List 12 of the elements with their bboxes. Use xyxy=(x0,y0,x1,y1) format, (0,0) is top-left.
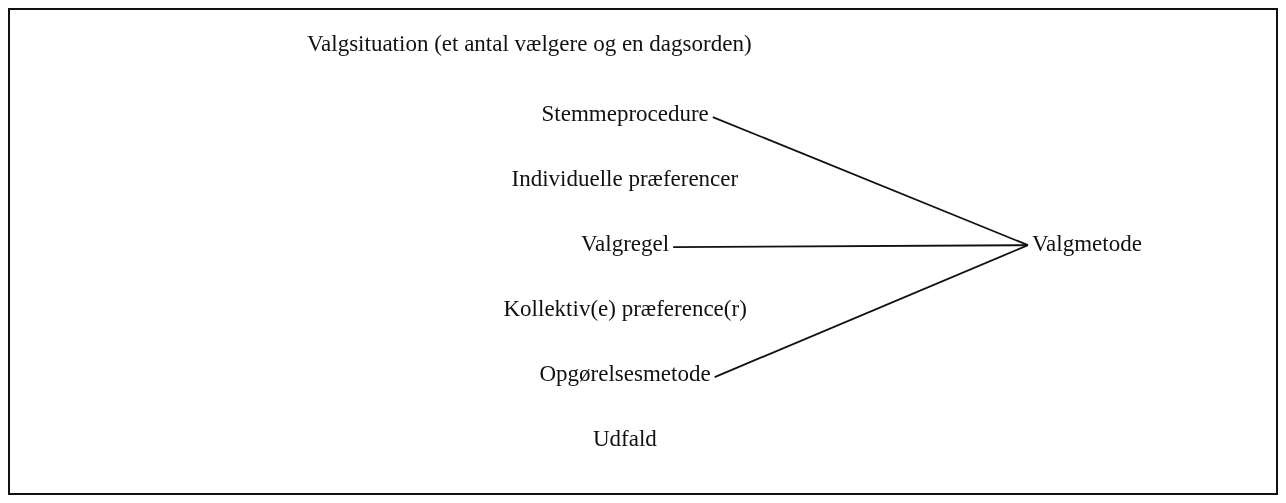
connector-line xyxy=(711,116,1029,247)
term-label: Kollektiv(e) præference(r) xyxy=(503,295,747,323)
frame-box xyxy=(8,8,1278,495)
connector-line xyxy=(713,244,1029,378)
term-label: Valgregel xyxy=(581,230,670,258)
title-text: Valgsituation (et antal vælgere og en dagsorden) xyxy=(307,30,752,58)
connector-line xyxy=(672,244,1029,248)
term-label: Valgmetode xyxy=(1032,230,1142,258)
term-label: Opgørelsesmetode xyxy=(539,360,711,388)
term-label: Individuelle præferencer xyxy=(511,165,739,193)
term-label: Stemmeprocedure xyxy=(541,100,709,128)
term-label: Udfald xyxy=(593,425,657,453)
